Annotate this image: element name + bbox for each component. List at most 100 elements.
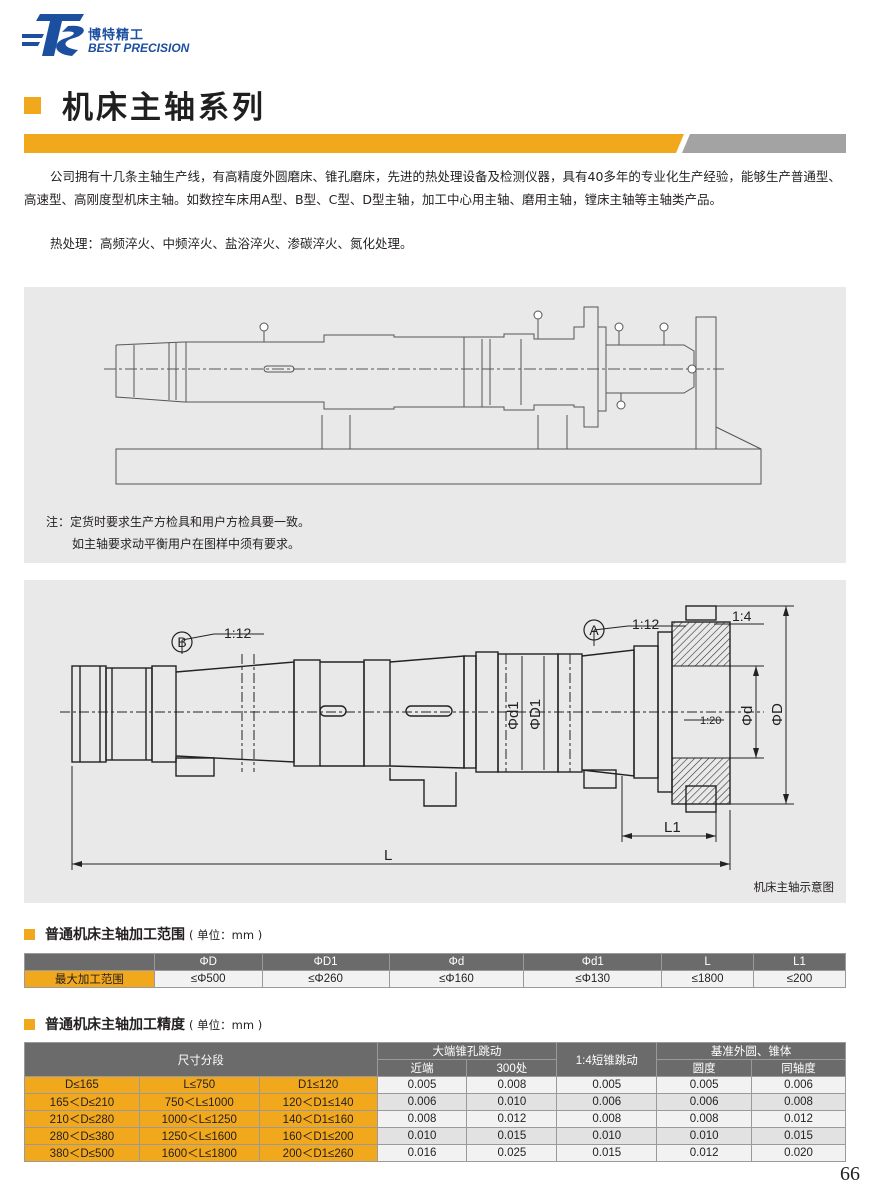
spindle-schematic: B A 1:12 1:12 1:4 1:20 Φd1 ΦD1 Φd ΦD L1 … bbox=[60, 605, 794, 870]
range-header-cell: ΦD bbox=[153, 953, 263, 971]
precision-value-cell: 0.008 bbox=[656, 1110, 753, 1128]
precision-value-cell: 0.012 bbox=[466, 1110, 558, 1128]
size-range-cell: 120＜D1≤140 bbox=[258, 1093, 378, 1111]
precision-value-cell: 0.015 bbox=[556, 1144, 658, 1162]
inspection-drawing-panel: 注：定货时要求生产方检具和用户方检具要一致。 如主轴要求动平衡用户在图样中须有要… bbox=[24, 287, 846, 563]
size-range-cell: 1000＜L≤1250 bbox=[138, 1110, 260, 1128]
section-marker bbox=[24, 929, 35, 940]
label-d-small: Φd bbox=[739, 706, 756, 726]
range-header-cell: L1 bbox=[753, 953, 846, 971]
precision-value-cell: 0.015 bbox=[751, 1127, 846, 1145]
short-taper-header: 1:4短锥跳动 bbox=[556, 1042, 658, 1077]
precision-value-cell: 0.005 bbox=[376, 1076, 468, 1094]
precision-table-title: 普通机床主轴加工精度 bbox=[45, 1017, 185, 1033]
label-taper-b: 1:12 bbox=[224, 625, 251, 641]
heat-treatment-text: 热处理：高频淬火、中频淬火、盐浴淬火、渗碳淬火、氮化处理。 bbox=[50, 236, 413, 251]
precision-value-cell: 0.010 bbox=[466, 1093, 558, 1111]
range-row-label: 最大加工范围 bbox=[24, 970, 155, 988]
note-line-1: 注：定货时要求生产方检具和用户方检具要一致。 bbox=[46, 515, 311, 529]
datum-header: 基准外圆、锥体 bbox=[656, 1042, 846, 1060]
size-range-cell: 380＜D≤500 bbox=[24, 1144, 140, 1162]
size-range-cell: 160＜D1≤200 bbox=[258, 1127, 378, 1145]
spindle-schematic-panel: B A 1:12 1:12 1:4 1:20 Φd1 ΦD1 Φd ΦD L1 … bbox=[24, 580, 846, 903]
note-line-2: 如主轴要求动平衡用户在图样中须有要求。 bbox=[72, 537, 301, 551]
label-d1-large: ΦD1 bbox=[527, 699, 544, 730]
roundness-header: 圆度 bbox=[656, 1059, 753, 1077]
range-table-title: 普通机床主轴加工范围 bbox=[45, 927, 185, 943]
precision-table: 尺寸分段 大端锥孔跳动 1:4短锥跳动 基准外圆、锥体 近端 300处 圆度 同… bbox=[24, 1042, 846, 1162]
range-cell: ≤Φ130 bbox=[523, 970, 663, 988]
range-cell: ≤Φ260 bbox=[261, 970, 390, 988]
label-l: L bbox=[384, 847, 392, 864]
precision-table-unit: ( 单位：mm ) bbox=[189, 1018, 263, 1032]
precision-value-cell: 0.008 bbox=[466, 1076, 558, 1094]
size-range-cell: 1600＜L≤1800 bbox=[138, 1144, 260, 1162]
precision-value-cell: 0.015 bbox=[466, 1127, 558, 1145]
size-range-cell: 1250＜L≤1600 bbox=[138, 1127, 260, 1145]
taper-runout-header: 大端锥孔跳动 bbox=[376, 1042, 558, 1060]
precision-value-cell: 0.010 bbox=[656, 1127, 753, 1145]
range-header-cell: Φd1 bbox=[523, 953, 663, 971]
precision-value-cell: 0.016 bbox=[376, 1144, 468, 1162]
range-cell: ≤Φ500 bbox=[153, 970, 263, 988]
size-range-cell: L≤750 bbox=[138, 1076, 260, 1094]
drawing-caption: 机床主轴示意图 bbox=[753, 880, 835, 894]
range-table: ΦD ΦD1 Φd Φd1 L L1 最大加工范围 ≤Φ500 ≤Φ260 ≤Φ… bbox=[24, 953, 846, 988]
size-range-cell: 200＜D1≤260 bbox=[258, 1144, 378, 1162]
label-d1-small: Φd1 bbox=[505, 701, 522, 730]
size-range-cell: 750＜L≤1000 bbox=[138, 1093, 260, 1111]
precision-value-cell: 0.008 bbox=[556, 1110, 658, 1128]
precision-header-row: 尺寸分段 大端锥孔跳动 1:4短锥跳动 基准外圆、锥体 bbox=[24, 1042, 846, 1077]
label-taper-inner: 1:20 bbox=[700, 715, 721, 727]
near-end-header: 近端 bbox=[376, 1059, 468, 1077]
range-cell: ≤1800 bbox=[661, 970, 755, 988]
range-table-heading: 普通机床主轴加工范围 ( 单位：mm ) bbox=[24, 924, 262, 944]
section-marker bbox=[24, 1019, 35, 1030]
label-b: B bbox=[177, 634, 186, 650]
precision-value-cell: 0.020 bbox=[751, 1144, 846, 1162]
size-range-cell: D1≤120 bbox=[258, 1076, 378, 1094]
brand-name-en: BEST PRECISION bbox=[88, 41, 190, 55]
precision-value-cell: 0.008 bbox=[376, 1110, 468, 1128]
size-range-cell: 140＜D1≤160 bbox=[258, 1110, 378, 1128]
precision-value-cell: 0.005 bbox=[656, 1076, 753, 1094]
precision-table-heading: 普通机床主轴加工精度 ( 单位：mm ) bbox=[24, 1014, 262, 1034]
range-cell: ≤Φ160 bbox=[388, 970, 525, 988]
precision-subheader-row: 近端 300处 圆度 同轴度 bbox=[25, 1059, 846, 1077]
logo-mark-icon bbox=[22, 14, 84, 56]
precision-value-cell: 0.010 bbox=[376, 1127, 468, 1145]
range-table-unit: ( 单位：mm ) bbox=[189, 928, 263, 942]
brand-logo bbox=[22, 12, 202, 60]
page-number: 66 bbox=[840, 1163, 860, 1185]
size-range-header: 尺寸分段 bbox=[24, 1042, 378, 1077]
intro-paragraph: 公司拥有十几条主轴生产线，有高精度外圆磨床、锥孔磨床，先进的热处理设备及检测仪器… bbox=[24, 169, 841, 207]
precision-value-cell: 0.008 bbox=[751, 1093, 846, 1111]
size-range-cell: 280＜D≤380 bbox=[24, 1127, 140, 1145]
label-taper-a: 1:12 bbox=[632, 616, 659, 632]
precision-value-cell: 0.006 bbox=[556, 1093, 658, 1111]
size-range-cell: 210＜D≤280 bbox=[24, 1110, 140, 1128]
range-header-cell bbox=[24, 953, 155, 971]
size-range-cell: D≤165 bbox=[24, 1076, 140, 1094]
title-marker bbox=[24, 97, 41, 114]
precision-value-cell: 0.010 bbox=[556, 1127, 658, 1145]
precision-value-cell: 0.012 bbox=[656, 1144, 753, 1162]
label-taper-flange: 1:4 bbox=[732, 608, 752, 624]
table-row: 最大加工范围 ≤Φ500 ≤Φ260 ≤Φ160 ≤Φ130 ≤1800 ≤20… bbox=[24, 970, 846, 988]
page-title: 机床主轴系列 bbox=[62, 90, 266, 126]
title-bar bbox=[24, 134, 846, 153]
brand-name-cn: 博特精工 bbox=[88, 28, 145, 43]
precision-value-cell: 0.005 bbox=[556, 1076, 658, 1094]
precision-value-cell: 0.006 bbox=[751, 1076, 846, 1094]
range-cell: ≤200 bbox=[753, 970, 846, 988]
coaxiality-header: 同轴度 bbox=[751, 1059, 846, 1077]
precision-value-cell: 0.025 bbox=[466, 1144, 558, 1162]
precision-value-cell: 0.006 bbox=[376, 1093, 468, 1111]
label-d-large: ΦD bbox=[769, 703, 786, 726]
precision-value-cell: 0.006 bbox=[656, 1093, 753, 1111]
